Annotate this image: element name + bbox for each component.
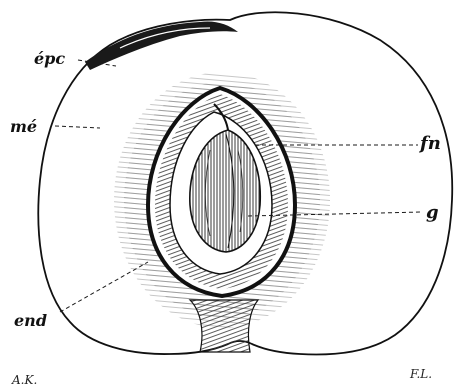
label-mesocarp: mé	[10, 117, 37, 136]
label-seed: g	[426, 202, 439, 223]
label-funicle: fn	[418, 133, 441, 154]
label-endocarp: end	[14, 311, 47, 330]
signature-right: F.L.	[409, 367, 432, 381]
label-epicarp: épc	[34, 49, 65, 68]
signature-left: A.K.	[11, 373, 37, 387]
